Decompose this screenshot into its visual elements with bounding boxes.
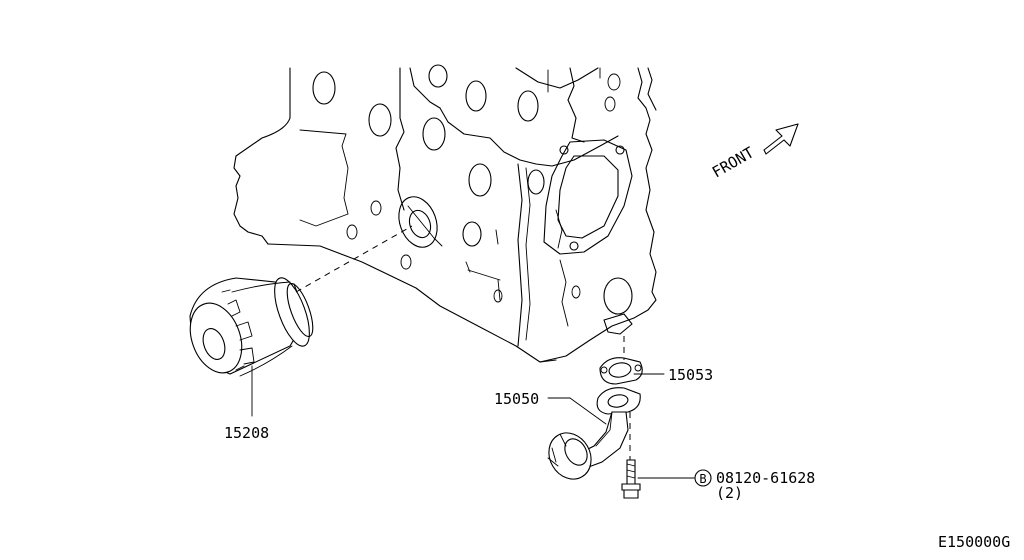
leader-15050	[547, 397, 607, 425]
bolt-quantity: (2)	[716, 484, 743, 502]
engine-block	[233, 64, 657, 363]
bolt	[621, 459, 641, 499]
part-number-15208: 15208	[224, 424, 269, 442]
part-number-15053: 15053	[668, 366, 713, 384]
oil-strainer	[547, 387, 641, 480]
part-number-15050: 15050	[494, 390, 539, 408]
part-number-bolt: 08120-61628	[716, 469, 815, 487]
strainer-gasket	[599, 357, 643, 385]
oil-filter	[189, 277, 314, 377]
filter-center-line	[295, 225, 413, 293]
bolt-marker-circle	[694, 469, 712, 487]
bolt-marker-letter: B	[699, 472, 706, 486]
front-label: FRONT	[709, 143, 757, 181]
front-arrow: FRONT	[709, 123, 799, 181]
diagram-code: E150000G	[938, 533, 1010, 551]
